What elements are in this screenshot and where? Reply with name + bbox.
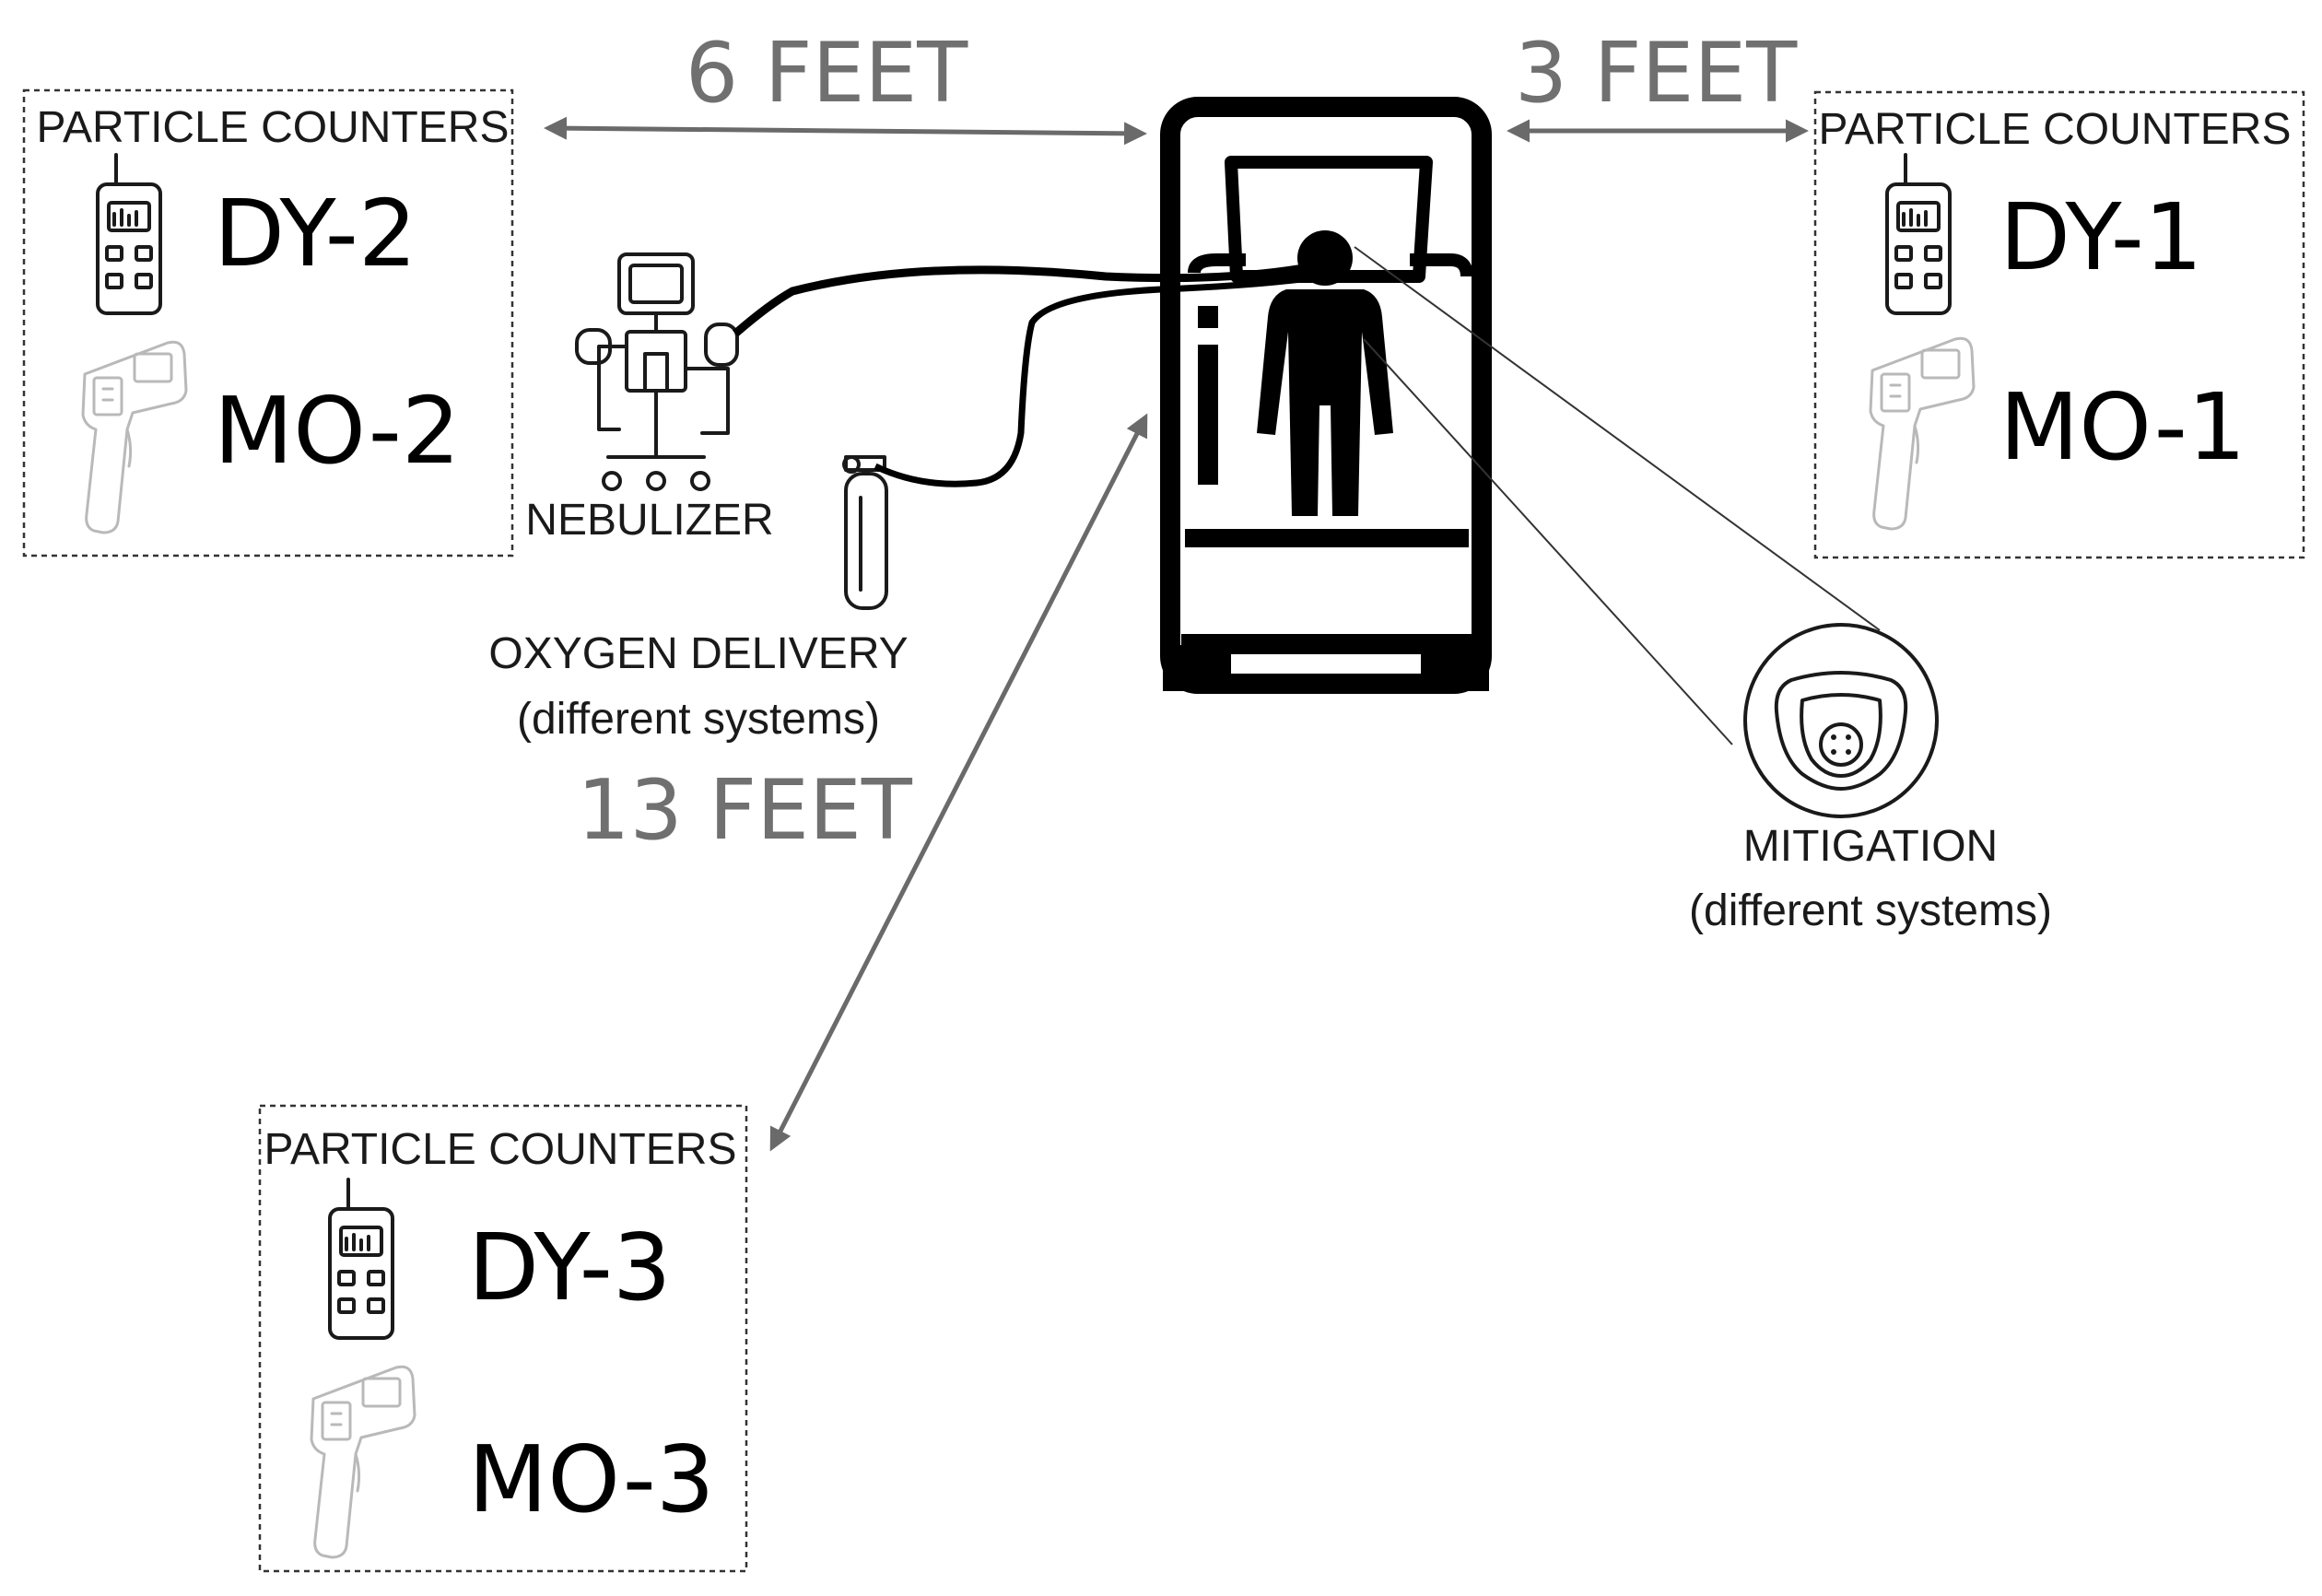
respirator-mask-icon bbox=[1743, 623, 1939, 818]
handheld-particle-counter-icon bbox=[1885, 153, 1952, 315]
patient-bed-icon bbox=[1160, 97, 1492, 694]
oxygen-label-line2: (different systems) bbox=[517, 695, 880, 744]
dy-label: DY-1 bbox=[1999, 183, 2202, 291]
dy-label: DY-3 bbox=[468, 1214, 671, 1321]
mitigation-label-line2: (different systems) bbox=[1689, 886, 2052, 935]
oxygen-tubing bbox=[874, 275, 1309, 487]
station-heading: PARTICLE COUNTERS bbox=[1819, 105, 2292, 154]
station-heading: PARTICLE COUNTERS bbox=[264, 1125, 737, 1174]
particle-gun-icon bbox=[1869, 336, 1976, 531]
six-feet-label: 6 FEET bbox=[686, 25, 968, 122]
station-heading: PARTICLE COUNTERS bbox=[37, 103, 510, 152]
three-feet-label: 3 FEET bbox=[1515, 25, 1798, 122]
oxygen-label-line1: OXYGEN DELIVERY bbox=[488, 629, 908, 678]
mo-label: MO-1 bbox=[1999, 373, 2246, 481]
patient-figure bbox=[1257, 230, 1393, 516]
nebulizer-label: NEBULIZER bbox=[525, 496, 773, 545]
mo-label: MO-2 bbox=[214, 377, 460, 485]
mitigation-label-line1: MITIGATION bbox=[1743, 822, 1998, 871]
thirteen-feet-label: 13 FEET bbox=[577, 762, 913, 859]
station-box bbox=[22, 88, 514, 557]
station-box bbox=[1813, 90, 2305, 559]
dy-label: DY-2 bbox=[214, 180, 416, 288]
mo-label: MO-3 bbox=[468, 1426, 714, 1533]
station-bottom: PARTICLE COUNTERS DY-3 MO-3 bbox=[258, 1104, 748, 1573]
mitigation-pointer-lines bbox=[1354, 246, 1881, 745]
station-box bbox=[258, 1104, 748, 1573]
station-left: PARTICLE COUNTERS DY-2 MO-2 bbox=[22, 88, 514, 557]
nebulizer-machine-icon bbox=[575, 252, 739, 491]
handheld-particle-counter-icon bbox=[96, 153, 162, 315]
handheld-particle-counter-icon bbox=[328, 1178, 394, 1340]
oxygen-cylinder-icon bbox=[842, 455, 888, 610]
station-right: PARTICLE COUNTERS DY-1 MO-1 bbox=[1813, 90, 2305, 559]
nebulizer-hose bbox=[733, 263, 1309, 337]
particle-gun-icon bbox=[81, 340, 188, 534]
thirteen-feet-arrow bbox=[769, 413, 1148, 1152]
particle-gun-icon bbox=[310, 1365, 416, 1559]
six-feet-arrow bbox=[544, 116, 1147, 146]
